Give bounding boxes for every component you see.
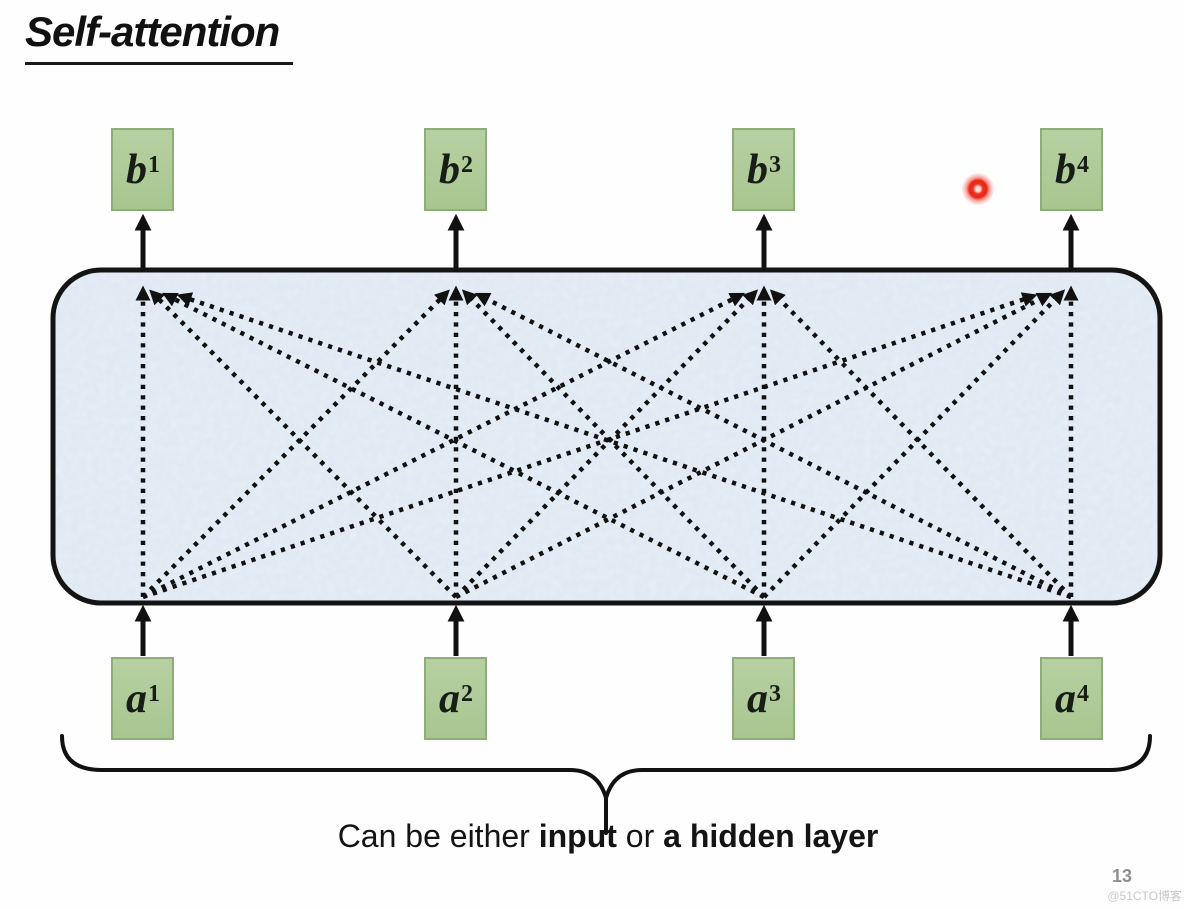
node-b1-label: b [126,146,147,193]
node-a4: a4 [1040,657,1103,740]
node-a2-label: a [439,675,460,722]
caption-segment: Can be either [337,818,539,854]
node-a1: a1 [111,657,174,740]
caption-segment-bold: input [538,818,617,854]
node-b2-label: b [439,146,460,193]
node-a2: a2 [424,657,487,740]
node-a1-sup: 1 [148,681,160,708]
attention-edges [134,213,1080,656]
attention-edge-a1-to-b2 [141,289,450,599]
caption-segment: or [616,818,664,854]
node-b3-sup: 3 [769,152,781,179]
node-b4-label: b [1055,146,1076,193]
attention-edge-a4-to-b3 [769,289,1073,599]
node-b3: b3 [732,128,795,211]
attention-edge-a3-to-b2 [461,289,766,599]
attention-edge-a2-to-b1 [149,289,458,599]
laser-pointer-dot-icon [962,173,994,205]
node-b4-sup: 4 [1077,152,1089,179]
node-b4: b4 [1040,128,1103,211]
attention-edge-a2-to-b3 [454,289,759,599]
caption-segment-bold: a hidden layer [663,818,879,854]
node-b2-sup: 2 [461,152,473,179]
node-a3-label: a [747,675,768,722]
node-b1: b1 [111,128,174,211]
node-a3-sup: 3 [769,681,781,708]
node-b3-label: b [747,146,768,193]
attention-edge-a3-to-b4 [762,289,1066,599]
page-number: 13 [1112,866,1133,886]
node-a3: a3 [732,657,795,740]
watermark: @51CTO博客 [1107,889,1182,903]
caption: Can be either input or a hidden layer [30,818,1184,855]
attention-panel [53,270,1160,603]
attention-panel-texture [53,270,1160,603]
node-b2: b2 [424,128,487,211]
node-a1-label: a [126,675,147,722]
attention-panel-border [50,267,1163,606]
node-a2-sup: 2 [461,681,473,708]
slide-title: Self-attention [25,8,294,65]
group-brace [60,734,1152,835]
node-a4-label: a [1055,675,1076,722]
node-b1-sup: 1 [148,152,160,179]
node-a4-sup: 4 [1077,681,1089,708]
